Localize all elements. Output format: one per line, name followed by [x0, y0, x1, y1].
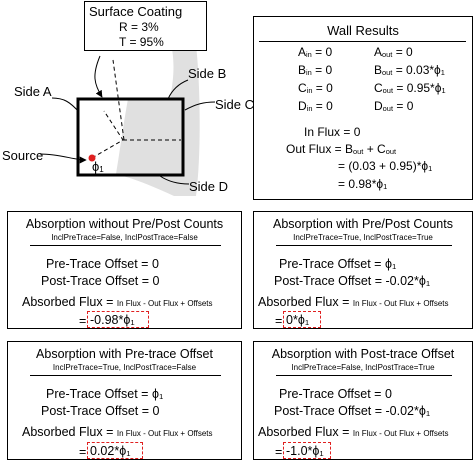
wall-out-value: Bout = 0.03*ϕ1 [374, 63, 445, 78]
panel-flags: InclPreTrace=True, InclPostTrace=True [293, 233, 433, 242]
coating-arrow [94, 55, 103, 98]
wall-in-value: Bin = 0 [298, 63, 333, 78]
absorbed-result: 0.02*ϕ1 [90, 444, 131, 459]
absorbed-result: -0.98*ϕ1 [90, 313, 135, 328]
side-c-label: Side C [215, 97, 255, 112]
wall-box [76, 97, 185, 177]
wall-out-value: Cout = 0.95*ϕ1 [374, 81, 446, 96]
panel-title: Absorption without Pre/Post Counts [25, 217, 224, 231]
absorbed-flux-formula: In Flux - Out Flux + Offsets [352, 429, 449, 438]
panel-title: Absorption with Pre-trace Offset [36, 347, 213, 361]
pre-trace-offset: Pre-Trace Offset = 0 [46, 257, 159, 271]
side-b-label: Side B [188, 66, 227, 81]
post-trace-offset: Post-Trace Offset = -0.02*ϕ1 [274, 404, 431, 419]
absorbed-eq-sign: = [79, 445, 87, 459]
panel-title: Absorption with Pre/Post Counts [273, 217, 453, 231]
outflux-line: Out Flux = Bout + Cout [286, 142, 397, 157]
wall-out-value: Dout = 0 [374, 99, 414, 114]
wall-in-value: Din = 0 [298, 99, 333, 114]
side-c-leader [184, 101, 216, 111]
wall-in-value: Ain = 0 [298, 45, 333, 60]
post-trace-offset: Post-Trace Offset = 0 [41, 274, 160, 288]
absorbed-eq-sign: = [275, 314, 283, 328]
wall-results-divider [259, 41, 466, 42]
panel-title: Absorption with Post-trace Offset [271, 347, 455, 361]
source-dot [88, 154, 96, 162]
panel-divider [276, 375, 452, 376]
wall-results-panel: Wall Results Ain = 0 Aout = 0 Bin = 0 Bout … [253, 16, 473, 200]
absorbed-flux-formula: In Flux - Out Flux + Offsets [116, 299, 213, 308]
absorbed-result-box: -1.0*ϕ1 [283, 442, 331, 459]
panel-flags: InclPreTrace=False, InclPostTrace=True [291, 363, 435, 372]
absorbed-flux-formula: In Flux - Out Flux + Offsets [352, 299, 449, 308]
coating-reflectance: R = 3% [119, 20, 159, 34]
ray-reflected [91, 110, 181, 159]
source-leader [39, 153, 87, 164]
pre-trace-offset: Pre-Trace Offset = ϕ1 [46, 387, 164, 402]
source-label: Source [2, 148, 44, 163]
absorbed-flux-formula: In Flux - Out Flux + Offsets [116, 429, 213, 438]
absorbed-flux-label: Absorbed Flux = In Flux - Out Flux + Off… [22, 425, 213, 439]
side-a-leader [51, 97, 80, 113]
absorbed-eq-sign: = [275, 445, 283, 459]
absorbed-result-box: -0.98*ϕ1 [87, 311, 149, 328]
transmitted-region [116, 34, 200, 196]
panel-flags: InclPreTrace=False, InclPostTrace=False [51, 233, 198, 242]
pre-trace-offset: Pre-Trace Offset = 0 [279, 387, 392, 401]
absorbed-result: 0*ϕ1 [286, 313, 310, 328]
panel-flags: InclPreTrace=True, InclPostTrace=False [52, 363, 197, 372]
absorbed-result-box: 0*ϕ1 [283, 311, 321, 328]
absorbed-flux-label: Absorbed Flux = In Flux - Out Flux + Off… [22, 295, 213, 309]
post-trace-offset: Post-Trace Offset = -0.02*ϕ1 [274, 274, 431, 289]
influx-line: In Flux = 0 [304, 125, 361, 139]
side-d-label: Side D [189, 179, 229, 194]
absorbed-flux-label: Absorbed Flux = In Flux - Out Flux + Off… [258, 425, 449, 439]
side-d-leader [159, 175, 190, 185]
coating-transmittance: T = 95% [119, 35, 164, 49]
pre-trace-offset: Pre-Trace Offset = ϕ1 [279, 257, 397, 272]
side-b-leader [167, 79, 189, 100]
coating-title: Surface Coating [89, 4, 183, 19]
wall-in-value: Cin = 0 [298, 81, 333, 96]
absorbed-result: -1.0*ϕ1 [286, 444, 324, 459]
absorbed-result-box: 0.02*ϕ1 [87, 442, 143, 459]
panel-divider [276, 245, 452, 246]
post-trace-offset: Post-Trace Offset = 0 [41, 404, 160, 418]
surface-coating-box: Surface Coating R = 3% T = 95% [84, 1, 207, 51]
outflux-eq2: = 0.98*ϕ1 [338, 177, 388, 192]
absorbed-eq-sign: = [79, 314, 87, 328]
wall-results-title: Wall Results [327, 23, 399, 38]
geometry-diagram [39, 34, 216, 196]
side-a-label: Side A [14, 84, 52, 99]
wall-out-value: Aout = 0 [374, 45, 413, 60]
source-flux-label: ϕ1 [92, 159, 104, 175]
panel-divider [30, 375, 221, 376]
absorbed-flux-label: Absorbed Flux = In Flux - Out Flux + Off… [258, 295, 449, 309]
panel-divider [30, 245, 221, 246]
outflux-eq1: = (0.03 + 0.95)*ϕ1 [338, 159, 433, 174]
